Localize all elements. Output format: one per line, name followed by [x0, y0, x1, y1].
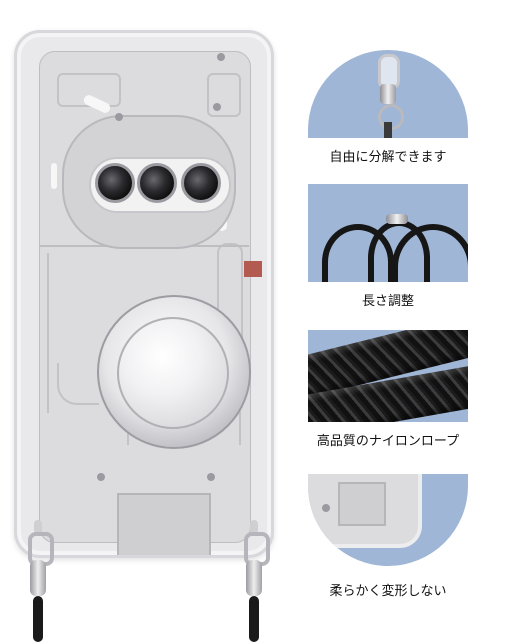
camera-lens-icon	[181, 163, 221, 203]
bottom-plate	[117, 493, 211, 555]
feature-caption-adjustable: 長さ調整	[361, 294, 414, 309]
feature-caption-flexible: 柔らかく変形しない	[329, 584, 447, 599]
phone-case-illustration	[14, 30, 274, 558]
feature-panel-adjustable	[308, 184, 468, 282]
led-strip	[51, 163, 57, 189]
corner-plate	[338, 482, 386, 526]
screw-icon	[217, 53, 225, 61]
feature-caption-nylon: 高品質のナイロンロープ	[316, 434, 460, 449]
screw-icon	[322, 504, 330, 512]
screw-icon	[97, 473, 105, 481]
camera-lens-icon	[137, 163, 177, 203]
feature-panel-nylon	[308, 330, 468, 422]
feature-panel-detachable	[308, 50, 468, 138]
trace-line	[207, 73, 241, 117]
strap-hook-icon	[30, 560, 46, 596]
red-accent-block	[244, 261, 262, 277]
trace-line	[57, 363, 99, 405]
cord-loop-icon	[392, 224, 468, 282]
strap-anchor	[34, 520, 42, 534]
length-adjust-clip	[386, 214, 408, 224]
screw-icon	[115, 113, 123, 121]
carabiner-swivel	[380, 84, 396, 104]
rope-end	[33, 596, 43, 642]
trace-line	[47, 253, 51, 413]
strap-hook-icon	[246, 560, 262, 596]
screw-icon	[207, 473, 215, 481]
rope-end	[249, 596, 259, 642]
cord-end	[384, 122, 392, 138]
feature-caption-detachable: 自由に分解できます	[329, 150, 447, 165]
strap-anchor	[250, 520, 258, 534]
feature-panel-flexible	[308, 474, 468, 566]
camera-lens-icon	[95, 163, 135, 203]
ring-holder-disc	[117, 317, 229, 429]
screw-icon	[213, 103, 221, 111]
